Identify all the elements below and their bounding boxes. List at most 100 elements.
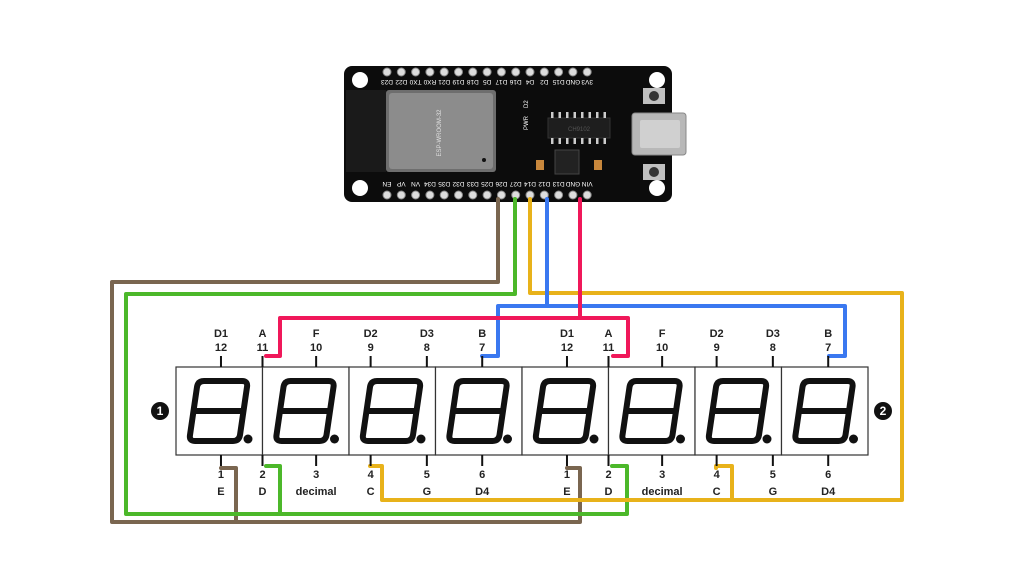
esp-pin-label: GND: [565, 78, 580, 85]
esp-pin-label: D13: [552, 180, 564, 187]
pin-number: 12: [561, 342, 573, 354]
esp-pin-label: D22: [395, 78, 407, 85]
esp-pin-label: D32: [452, 180, 464, 187]
pin-name: D2: [364, 328, 378, 340]
segment-outline: [359, 378, 424, 444]
esp-pin-d23[interactable]: [382, 67, 392, 77]
esp-pin-d32[interactable]: [454, 190, 463, 200]
display-badge: [151, 402, 169, 420]
pin-number: 4: [368, 469, 375, 481]
pin-name: D3: [420, 328, 434, 340]
segment-outline: [705, 378, 770, 444]
esp-pin-d2[interactable]: [539, 67, 549, 77]
seven-segment-displays: 112D111A10F9D28D37B1E2D3decimal4C5G6D421…: [151, 328, 892, 498]
led-label-pwr: PWR: [524, 115, 530, 130]
pin-number: 1: [218, 469, 224, 481]
chip-leg: [551, 112, 554, 118]
pin-number: 11: [257, 342, 269, 354]
esp-pin-label: D23: [381, 78, 393, 85]
en-button-cap: [649, 167, 659, 177]
pin-number: 2: [605, 469, 611, 481]
wire-d14: [545, 197, 847, 358]
esp-pin-3v3[interactable]: [582, 67, 592, 77]
decimal-point: [330, 434, 339, 444]
pin-name: D: [605, 486, 613, 498]
chip-leg: [603, 138, 606, 144]
wire-d27: [528, 197, 904, 502]
esp-pin-d33[interactable]: [468, 190, 478, 200]
pin-name: D1: [214, 328, 228, 340]
voltage-regulator: [554, 149, 580, 175]
esp-pin-label: D17: [495, 78, 507, 85]
pin-name: A: [605, 328, 613, 340]
esp-pin-d18[interactable]: [468, 67, 478, 77]
wire-d25: [110, 197, 500, 524]
esp-pin-label: D16: [509, 78, 521, 85]
esp-pin-label: VP: [397, 180, 406, 187]
pin-name: G: [769, 486, 778, 498]
pin-number: 2: [259, 469, 265, 481]
display-badge-number: 2: [880, 404, 887, 418]
esp-pin-vp[interactable]: [396, 190, 406, 200]
esp-pin-rx0[interactable]: [425, 67, 435, 77]
pin-name: F: [313, 328, 320, 340]
pin-name: decimal: [642, 486, 683, 498]
esp-pin-d4[interactable]: [525, 67, 535, 77]
esp-pin-label: D4: [525, 78, 534, 85]
pin-number: 6: [825, 469, 831, 481]
pin-name: D: [259, 486, 267, 498]
led-label-d2: D2: [524, 100, 530, 108]
esp-pin-gnd[interactable]: [568, 190, 578, 200]
esp-pin-label: VN: [411, 180, 420, 187]
esp-pin-d26[interactable]: [496, 190, 506, 200]
chip-legs: [551, 112, 606, 144]
esp-pin-gnd[interactable]: [568, 67, 578, 77]
esp-pin-vn[interactable]: [411, 190, 421, 200]
pin-number: 1: [564, 469, 570, 481]
pin-name: F: [659, 328, 666, 340]
pin-name: A: [259, 328, 267, 340]
esp-pin-d17[interactable]: [496, 67, 506, 77]
esp-pin-d21[interactable]: [439, 67, 449, 77]
pin-name: D4: [475, 486, 490, 498]
pin-number: 3: [659, 469, 665, 481]
pin-number: 8: [424, 342, 430, 354]
esp-pin-label: D5: [483, 78, 492, 85]
pin-number: 9: [368, 342, 374, 354]
esp-pin-d22[interactable]: [396, 67, 406, 77]
esp-pin-tx0[interactable]: [411, 67, 421, 77]
digit-cell: [521, 366, 610, 456]
esp-pin-label: D14: [524, 180, 536, 187]
esp-pin-d34[interactable]: [425, 190, 435, 200]
pin-name: D3: [766, 328, 780, 340]
esp-pin-vin[interactable]: [582, 190, 592, 200]
esp-pin-label: D21: [438, 78, 450, 85]
digit-cell: [780, 366, 869, 456]
esp-pin-d15[interactable]: [554, 67, 564, 77]
esp-pin-d16[interactable]: [511, 67, 521, 77]
display-badge: [874, 402, 892, 420]
chip-leg: [588, 112, 591, 118]
esp-pin-en[interactable]: [382, 190, 392, 200]
boot-button-cap: [649, 91, 659, 101]
esp-pin-d5[interactable]: [482, 67, 492, 77]
decimal-point: [762, 434, 772, 444]
segment-outline: [446, 378, 510, 444]
pin-number: 12: [215, 342, 227, 354]
digit-cell: [175, 366, 264, 456]
esp-pin-d19[interactable]: [454, 67, 463, 77]
pin-number: 5: [424, 469, 430, 481]
esp-pin-d13[interactable]: [554, 190, 564, 200]
esp-pin-d35[interactable]: [439, 190, 449, 200]
pin-number: 6: [479, 469, 485, 481]
module-shield: [389, 93, 493, 169]
wire-d13: [264, 316, 582, 358]
esp-pin-d12[interactable]: [539, 190, 549, 200]
wire-d27: [368, 464, 734, 502]
pin-number: 8: [770, 342, 776, 354]
chip-leg: [581, 138, 584, 144]
esp-pin-d25[interactable]: [482, 190, 492, 200]
chip-leg: [558, 112, 561, 118]
